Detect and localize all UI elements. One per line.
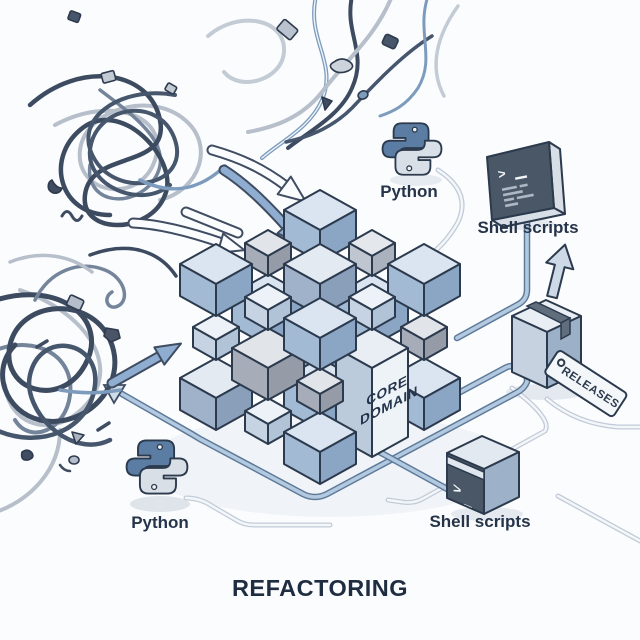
tangle-left	[0, 246, 178, 513]
cube-block	[400, 313, 448, 361]
python-top-icon	[381, 122, 443, 176]
cube-block	[192, 313, 240, 361]
arrow-head-white-icon	[276, 175, 307, 203]
cube-block	[348, 229, 396, 277]
release-up-arrow-icon	[545, 243, 575, 300]
arrow-head-blue-icon	[153, 342, 182, 366]
shell-top-label: Shell scripts	[477, 218, 578, 237]
cube-block	[348, 283, 396, 331]
python-bottom-label: Python	[131, 513, 189, 532]
python-top-label: Python	[380, 182, 438, 201]
shell-top-icon: >	[486, 141, 566, 228]
cube-block	[283, 411, 357, 485]
cube-block	[283, 297, 357, 371]
shell-bottom-icon: > _	[446, 435, 520, 515]
shell-bottom-prompt: >	[453, 481, 461, 500]
releases-package-icon: RELEASES	[511, 243, 628, 418]
cube-block	[387, 243, 461, 317]
cube-block	[231, 327, 305, 401]
shell-bottom-cursor: _	[463, 491, 473, 510]
core-domain-cube-assembly	[179, 189, 461, 485]
cube-block	[296, 367, 344, 415]
cube-block	[244, 229, 292, 277]
shell-top-prompt: >	[497, 166, 508, 182]
shell-bottom-label: Shell scripts	[429, 512, 530, 531]
refactor-arrows	[106, 144, 307, 389]
python-bottom-icon	[125, 439, 189, 495]
page-title: REFACTORING	[232, 575, 408, 601]
